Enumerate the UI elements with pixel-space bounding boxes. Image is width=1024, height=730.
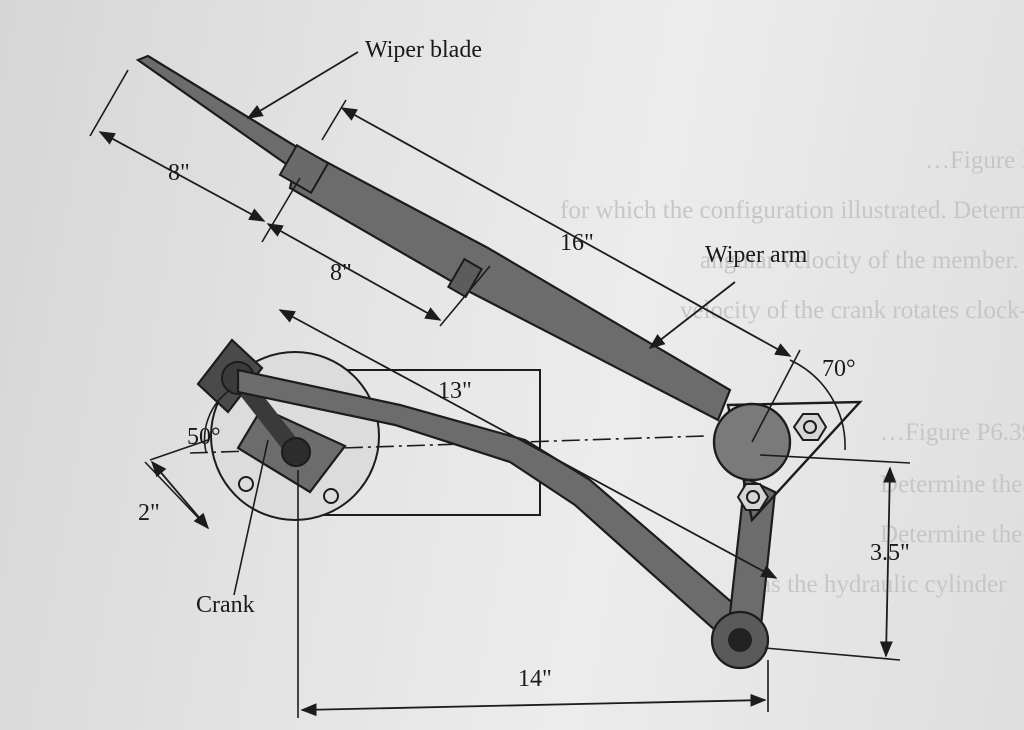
ghost-line-8: as the hydraulic cylinder	[760, 571, 1007, 598]
ext-line-rocker	[764, 647, 901, 661]
wiper-blade-label: Wiper blade	[365, 37, 482, 63]
ext-line-crank-pivot	[149, 439, 209, 461]
arm-angle-arc	[789, 359, 846, 451]
ext-line-pivot	[759, 454, 911, 464]
ext-line-blade-end	[89, 69, 129, 137]
dim-crank-length: 2"	[138, 500, 160, 526]
arm-angle-value: 70°	[822, 356, 856, 382]
ext-line-arm-start	[321, 99, 347, 141]
ghost-line-4: velocity of the crank rotates clock-	[680, 297, 1024, 324]
crank-angle-arc	[203, 389, 231, 453]
dim-line-horizontal	[300, 693, 767, 717]
dim-horizontal-offset: 14"	[518, 666, 552, 692]
crank-pivot	[281, 437, 311, 467]
ghost-line-5: …Figure P6.39.	[880, 419, 1024, 446]
dim-arm-length: 16"	[560, 230, 594, 256]
dim-coupler-length: 13"	[438, 378, 472, 404]
ext-line-blade-mid	[261, 177, 301, 243]
ghost-line-7: Determine the linear	[880, 521, 1024, 548]
crank-angle-value: 50°	[187, 424, 221, 450]
dim-blade-lower: 8"	[330, 260, 352, 286]
dim-line-blade-upper	[98, 131, 266, 222]
wiper-arm-label: Wiper arm	[705, 242, 808, 268]
leader-crank	[233, 439, 269, 596]
ghost-line-6: Determine the relative	[880, 471, 1024, 498]
rocker-pin	[728, 628, 752, 652]
mount-hole-1	[238, 476, 254, 492]
dim-line-coupler	[278, 309, 778, 579]
bracket-nut-2	[736, 483, 770, 511]
blade-clamp	[278, 143, 330, 195]
dim-line-crank	[150, 460, 210, 530]
leader-wiper-blade	[246, 51, 359, 119]
dim-vertical-offset: 3.5"	[870, 540, 910, 566]
leader-wiper-arm	[648, 281, 736, 349]
bracket-nut-1	[792, 413, 828, 441]
ghost-line-1: …Figure P6.37	[925, 147, 1024, 174]
dim-blade-upper: 8"	[168, 160, 190, 186]
ghost-line-2: for which the configuration illustrated.…	[560, 197, 1024, 224]
crank-label: Crank	[196, 592, 255, 618]
dim-line-vertical	[879, 466, 897, 658]
